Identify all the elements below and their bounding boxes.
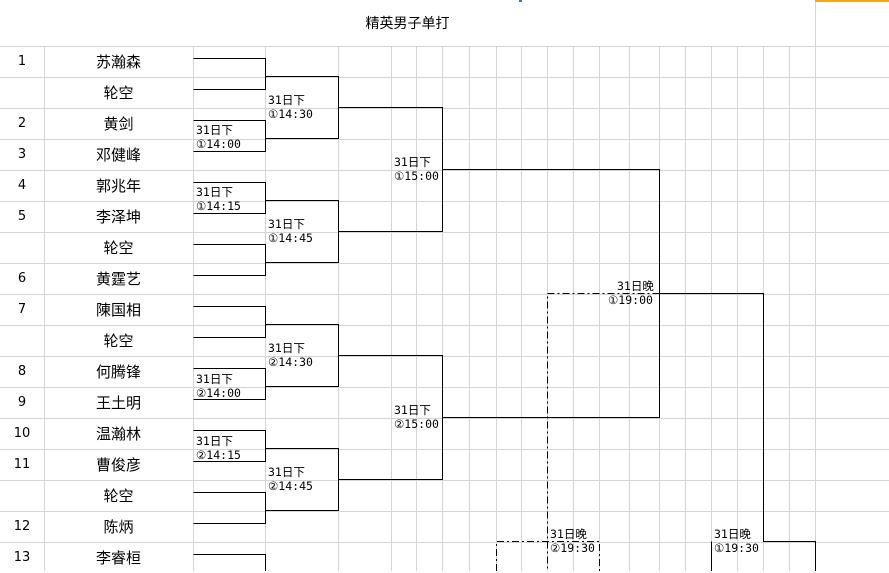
player-name: 陳国相: [95, 301, 141, 319]
match-day: 31日晚: [617, 279, 654, 293]
player-name: 李泽坤: [95, 208, 141, 226]
seed-number: 13: [13, 550, 31, 565]
seed-number: 6: [17, 271, 27, 286]
match-day: 31日下: [268, 217, 305, 231]
match-time: ②14:15: [196, 448, 241, 462]
match-time: ②15:00: [394, 417, 439, 431]
match-day: 31日下: [196, 185, 233, 199]
player-name: 温瀚林: [95, 425, 141, 443]
match-day: 31日下: [268, 465, 305, 479]
match-time: ①19:00: [608, 293, 653, 307]
player-name: 苏瀚森: [95, 53, 141, 71]
seed-number: 5: [17, 209, 27, 224]
player-name: 李睿桓: [95, 549, 141, 567]
seed-number: 12: [13, 519, 31, 534]
match-day: 31日下: [268, 341, 305, 355]
player-name: 王土明: [95, 394, 141, 412]
match-day: 31日下: [196, 434, 233, 448]
player-name: 轮空: [103, 332, 134, 350]
column-header-accent: [815, 0, 889, 2]
seed-number: 10: [13, 426, 31, 441]
player-name: 曹俊彦: [95, 456, 141, 474]
seed-number: 8: [17, 364, 27, 379]
match-time: ②14:00: [196, 386, 241, 400]
player-name: 郭兆年: [95, 177, 141, 195]
match-time: ①14:00: [196, 137, 241, 151]
match-time: ①14:45: [268, 231, 313, 245]
seed-number: 1: [17, 54, 27, 69]
match-day: 31日晚: [714, 527, 751, 541]
match-day: 31日下: [394, 155, 431, 169]
match-day: 31日晚: [550, 527, 587, 541]
match-day: 31日下: [394, 403, 431, 417]
match-time: ②14:30: [268, 355, 313, 369]
seed-number: 11: [13, 457, 31, 472]
match-day: 31日下: [196, 372, 233, 386]
seed-number: 3: [17, 147, 27, 162]
match-time: ②14:45: [268, 479, 313, 493]
sheet-title: 精英男子单打: [365, 16, 450, 32]
player-name: 陈炳: [103, 518, 134, 536]
match-day: 31日下: [268, 93, 305, 107]
player-name: 轮空: [103, 487, 134, 505]
match-day: 31日下: [196, 123, 233, 137]
seed-number: 9: [17, 395, 27, 410]
match-time: ①19:30: [714, 541, 759, 555]
player-name: 何腾锋: [95, 363, 141, 381]
seed-number: 2: [17, 116, 27, 131]
selection-accent: [519, 0, 522, 2]
player-name: 轮空: [103, 84, 134, 102]
player-name: 邓健峰: [95, 146, 141, 164]
player-name: 黄霆艺: [95, 270, 141, 288]
seed-number: 4: [17, 178, 27, 193]
player-name: 轮空: [103, 239, 134, 257]
match-time: ①14:15: [196, 199, 241, 213]
match-time: ①14:30: [268, 107, 313, 121]
match-time: ①15:00: [394, 169, 439, 183]
match-time: ②19:30: [550, 541, 595, 555]
seed-number: 7: [17, 302, 27, 317]
player-name: 黄剑: [103, 115, 134, 133]
